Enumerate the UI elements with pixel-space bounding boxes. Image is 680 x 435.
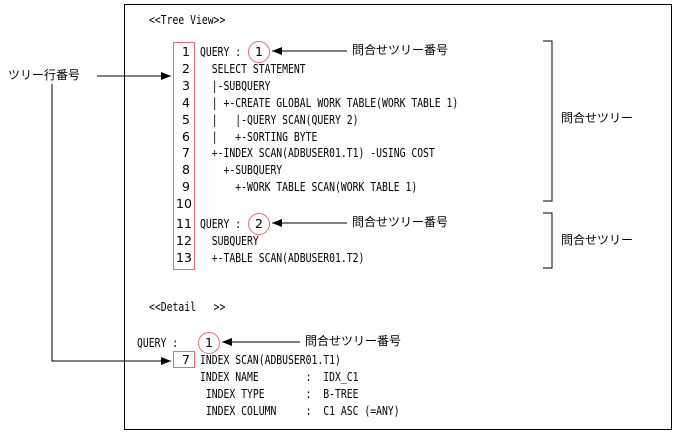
tree-line: +-SUBQUERY bbox=[200, 162, 283, 178]
query-tree-number-circle-2: 2 bbox=[248, 213, 270, 235]
detail-line: INDEX SCAN(ADBUSER01.T1) bbox=[200, 352, 341, 367]
line-number: 5 bbox=[182, 111, 190, 127]
tree-line: | +-CREATE GLOBAL WORK TABLE(WORK TABLE … bbox=[200, 94, 459, 110]
detail-line: INDEX COLUMN : C1 ASC (=ANY) bbox=[200, 402, 400, 418]
query-tree-number-circle-1: 1 bbox=[248, 41, 270, 63]
line-number: 1 bbox=[182, 44, 190, 59]
query-tree-number-label-1: 問合せツリー番号 bbox=[352, 43, 449, 57]
detail-line-number: 7 bbox=[182, 352, 190, 367]
query-tree-label-1: 問合せツリー bbox=[561, 111, 634, 125]
explain-output-panel bbox=[124, 4, 672, 430]
query-tree-label-2: 問合せツリー bbox=[561, 233, 634, 247]
line-number: 2 bbox=[182, 60, 190, 76]
tree-line: SUBQUERY bbox=[200, 232, 259, 248]
line-number: 13 bbox=[176, 249, 192, 265]
detail-header: <<Detail >> bbox=[149, 299, 226, 314]
line-number: 3 bbox=[182, 77, 190, 93]
detail-query-circle: 1 bbox=[198, 332, 220, 354]
tree-line: +-INDEX SCAN(ADBUSER01.T1) -USING COST bbox=[200, 145, 435, 161]
line-number: 6 bbox=[182, 128, 190, 144]
line-number: 7 bbox=[182, 145, 190, 161]
bracket-query-2 bbox=[543, 212, 553, 269]
line-number: 4 bbox=[182, 94, 190, 110]
line-number: 10 bbox=[176, 196, 192, 212]
line-number: 8 bbox=[182, 162, 190, 178]
tree-line: QUERY : bbox=[200, 216, 242, 231]
tree-line: +-TABLE SCAN(ADBUSER01.T2) bbox=[200, 249, 365, 265]
detail-query-label: QUERY : bbox=[137, 335, 179, 350]
detail-line: INDEX NAME : IDX_C1 bbox=[200, 368, 359, 384]
tree-line: |-SUBQUERY bbox=[200, 77, 271, 93]
line-number-box bbox=[173, 42, 195, 270]
query-tree-number-label-3: 問合せツリー番号 bbox=[305, 334, 402, 348]
detail-line: INDEX TYPE : B-TREE bbox=[200, 385, 359, 401]
tree-line-number-label: ツリー行番号 bbox=[8, 68, 81, 82]
line-number: 11 bbox=[176, 216, 192, 231]
line-number: 9 bbox=[182, 179, 190, 195]
tree-line: SELECT STATEMENT bbox=[200, 60, 306, 76]
arrow-to-detail-line-number bbox=[51, 84, 171, 365]
detail-line-number-box bbox=[173, 351, 195, 368]
query-tree-number-label-2: 問合せツリー番号 bbox=[352, 215, 449, 229]
bracket-query-1 bbox=[543, 40, 553, 202]
tree-line: +-WORK TABLE SCAN(WORK TABLE 1) bbox=[200, 179, 418, 195]
tree-line: | +-SORTING BYTE bbox=[200, 128, 318, 144]
tree-view-header: <<Tree View>> bbox=[149, 12, 226, 27]
tree-line: | |-QUERY SCAN(QUERY 2) bbox=[200, 111, 359, 127]
line-number: 12 bbox=[176, 232, 192, 248]
tree-line: QUERY : bbox=[200, 44, 242, 59]
